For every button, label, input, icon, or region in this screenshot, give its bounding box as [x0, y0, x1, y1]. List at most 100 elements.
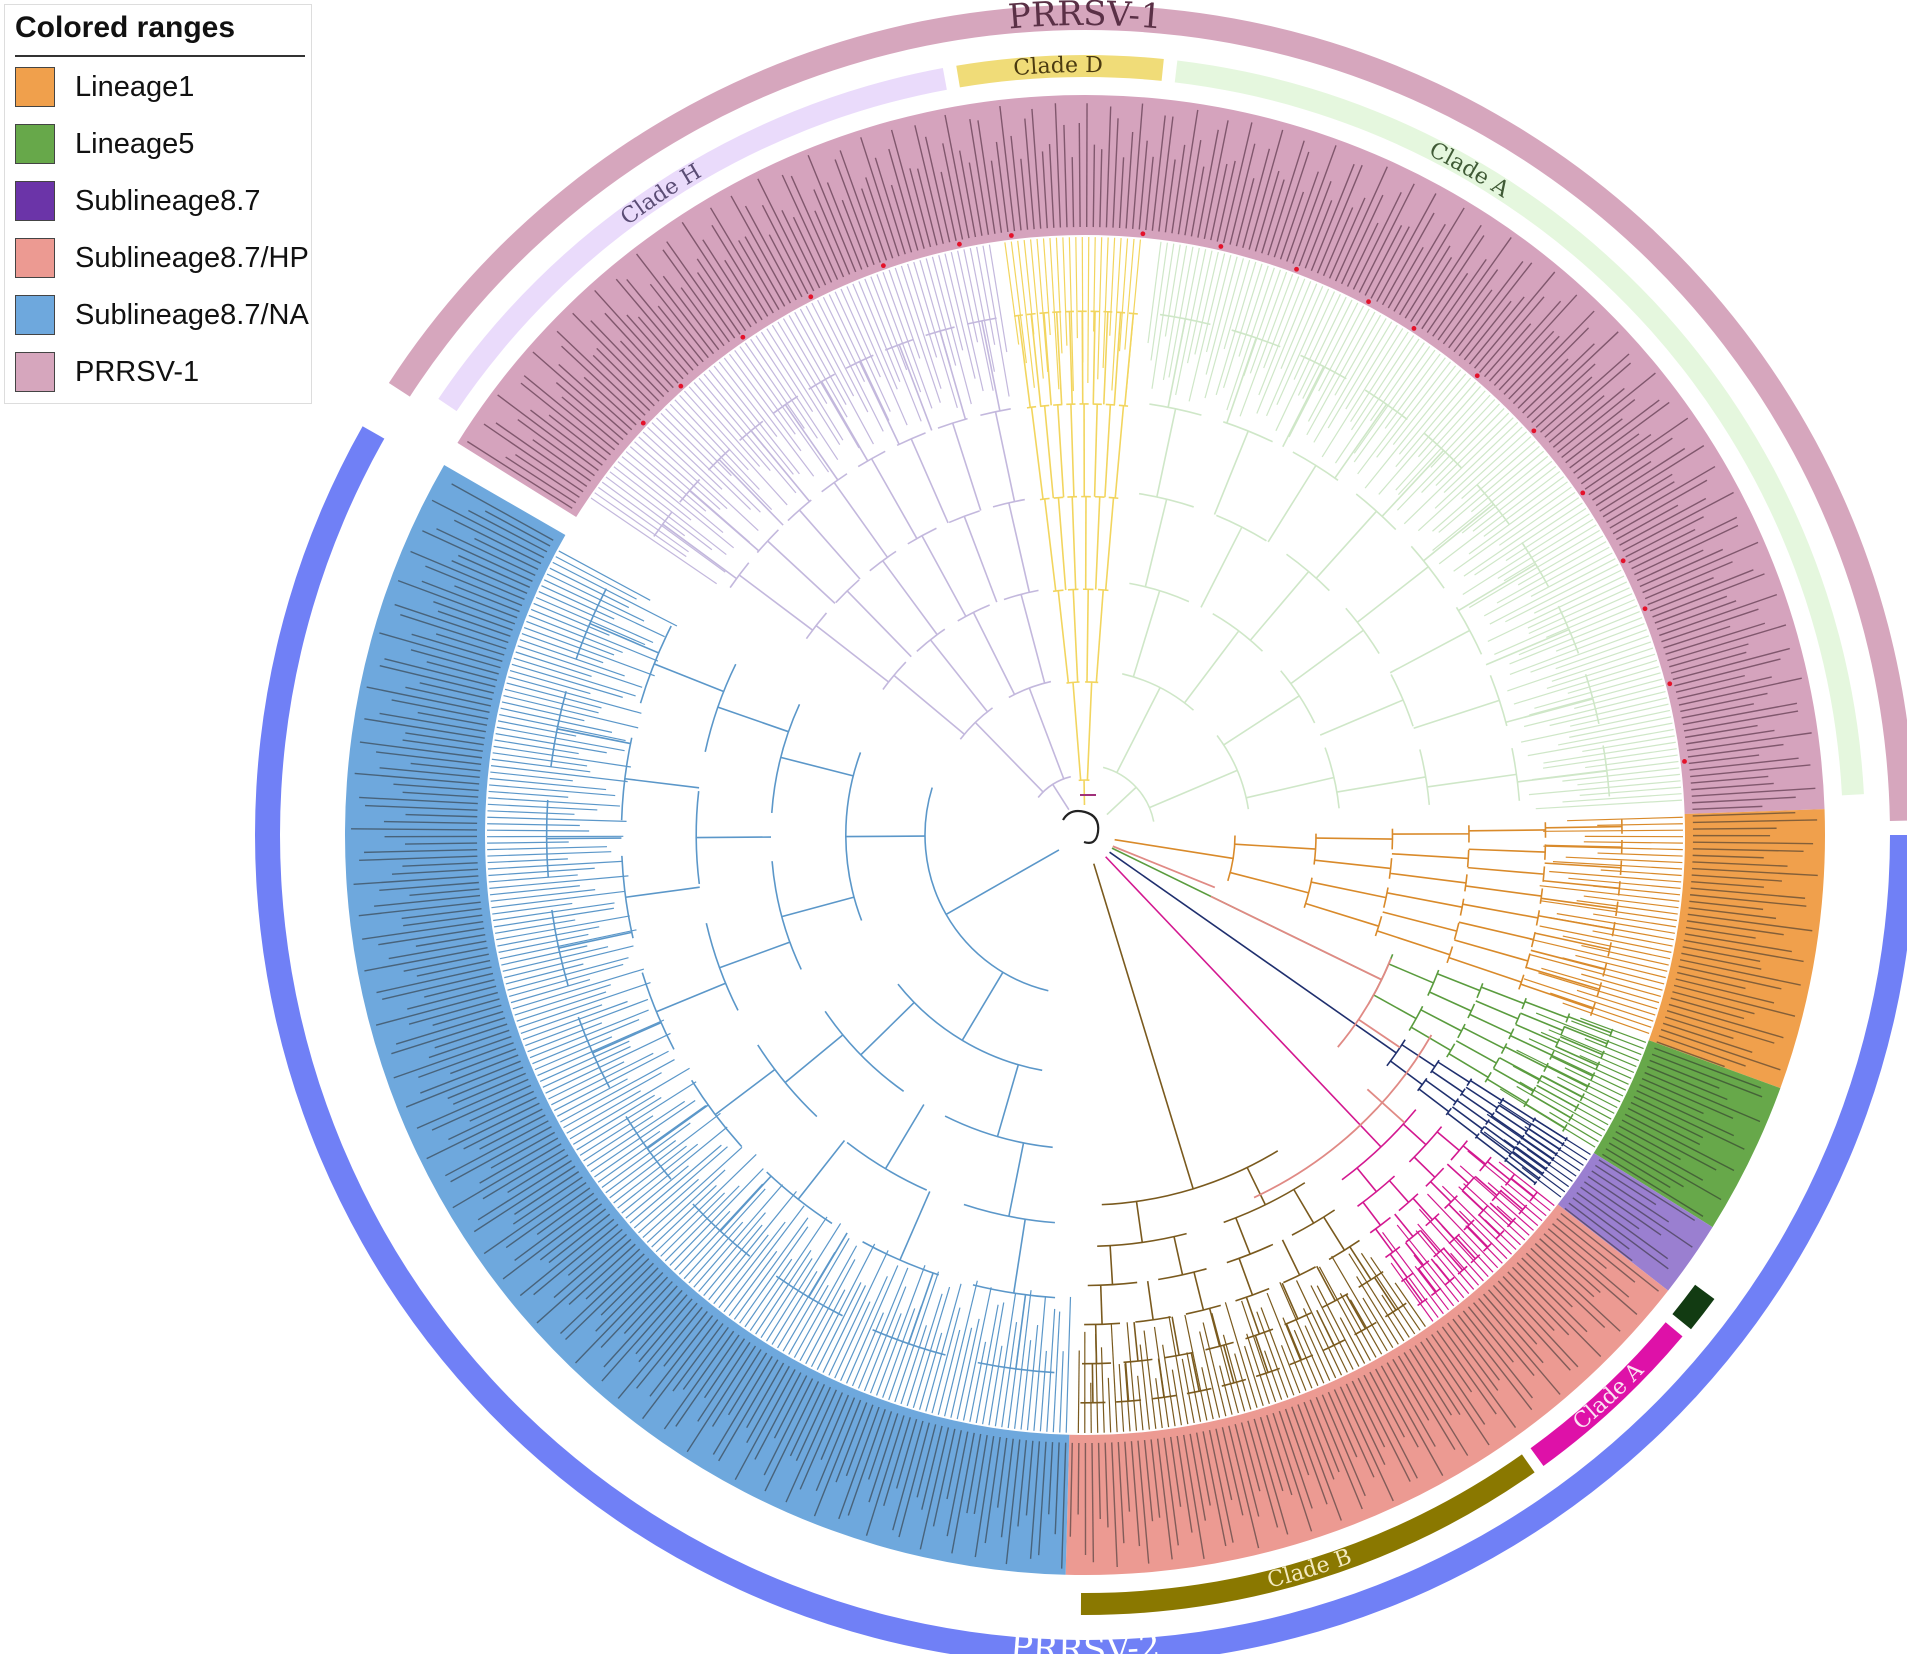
tip-label [1346, 222, 1379, 287]
tip-label [860, 188, 888, 261]
legend-swatch [15, 295, 55, 335]
tip-label [1602, 1153, 1704, 1217]
tip-label [1687, 743, 1784, 758]
tip-label [505, 456, 577, 504]
tip-label [1369, 1371, 1405, 1438]
tip-label [734, 1369, 796, 1481]
tip-label [1644, 561, 1733, 600]
tip-label [394, 603, 509, 644]
tip-label [407, 985, 497, 1010]
tip-label [1215, 1428, 1233, 1501]
tip-label [1242, 148, 1271, 249]
tip-label [966, 1433, 982, 1514]
tip-label [523, 375, 616, 451]
tip-label [375, 991, 498, 1026]
tip-label [1692, 827, 1777, 830]
tip-label [410, 762, 481, 772]
tip-label [892, 1420, 924, 1531]
tip-label [1303, 1401, 1335, 1480]
tip-label [990, 160, 1003, 233]
tip-label [1652, 573, 1765, 618]
tip-label [711, 1349, 762, 1427]
band-lineage5 [1593, 1040, 1781, 1228]
tip-label [388, 940, 487, 960]
tip-label [447, 1066, 524, 1100]
tip-label [662, 275, 720, 351]
tip-label [417, 711, 488, 726]
tip-label [561, 396, 620, 446]
tip-label [865, 177, 894, 259]
tip-label [1421, 235, 1485, 330]
legend-swatch [15, 124, 55, 164]
tip-label [649, 1315, 714, 1397]
tip-label [1387, 246, 1424, 309]
tip-label [1691, 787, 1816, 797]
tip-label [1247, 1420, 1279, 1528]
tip-label [1688, 754, 1760, 765]
tip-label [490, 1131, 556, 1169]
tip-label [973, 1434, 988, 1515]
tip-label [451, 560, 528, 594]
tip-label [1184, 140, 1202, 236]
tip-label [865, 1415, 905, 1536]
tip-label [1189, 1433, 1207, 1521]
tip-label [761, 204, 809, 295]
tip-label [1415, 224, 1482, 326]
tip-label [1540, 353, 1630, 433]
tip-label [1024, 118, 1035, 230]
tip-label [1691, 782, 1774, 791]
tip-label [1525, 1252, 1606, 1328]
tip-label [384, 658, 496, 688]
tip-label [1163, 1437, 1179, 1546]
tip-label [426, 1102, 540, 1160]
tip-marker [1620, 558, 1626, 564]
tip-label [1442, 269, 1499, 345]
tip-label [495, 422, 588, 488]
tip-label [435, 633, 505, 656]
tip-label [397, 579, 516, 625]
tip-label [1674, 658, 1781, 687]
tip-label [1111, 1442, 1118, 1568]
tip-label [813, 1399, 862, 1517]
tip-label [1321, 1394, 1366, 1497]
tip-label [1583, 1181, 1662, 1236]
tip-label [672, 1323, 724, 1392]
tip-label [1492, 1284, 1571, 1371]
tip-label [351, 828, 478, 831]
tip-label [419, 682, 493, 701]
tip-label [410, 550, 525, 601]
legend-divider [15, 55, 305, 57]
tip-label [426, 661, 498, 681]
tip-label [1580, 1186, 1640, 1230]
tip-label [763, 1378, 814, 1476]
tip-label [1690, 775, 1769, 784]
tip-label [1392, 1358, 1430, 1421]
tip-label [888, 148, 919, 251]
tip-label [1675, 674, 1745, 693]
tip-label [1507, 1271, 1570, 1336]
tip-label [754, 1372, 802, 1460]
tip-marker [1580, 490, 1586, 496]
tip-label [1254, 170, 1280, 252]
tip-label [420, 1054, 519, 1094]
tip-label [813, 189, 851, 275]
tip-label [1621, 1119, 1717, 1171]
tip-label [450, 1125, 552, 1183]
tip-label [1054, 103, 1062, 228]
tip-label [1682, 702, 1798, 726]
tip-label [1151, 115, 1166, 231]
tip-label [1304, 200, 1333, 269]
tip-label [841, 199, 869, 268]
tip-label [1639, 548, 1724, 588]
tip-label [1624, 1113, 1735, 1172]
tip-label [1099, 149, 1103, 228]
tip-label [1357, 1377, 1411, 1482]
clade-d-label: Clade D [1013, 53, 1103, 81]
tip-label [1164, 159, 1176, 233]
tip-label [1228, 1425, 1260, 1549]
tip-label [1692, 848, 1804, 853]
tip-label [792, 216, 827, 286]
tip-label [1625, 516, 1704, 558]
tip-label [1679, 959, 1801, 986]
tip-label [1665, 622, 1766, 655]
